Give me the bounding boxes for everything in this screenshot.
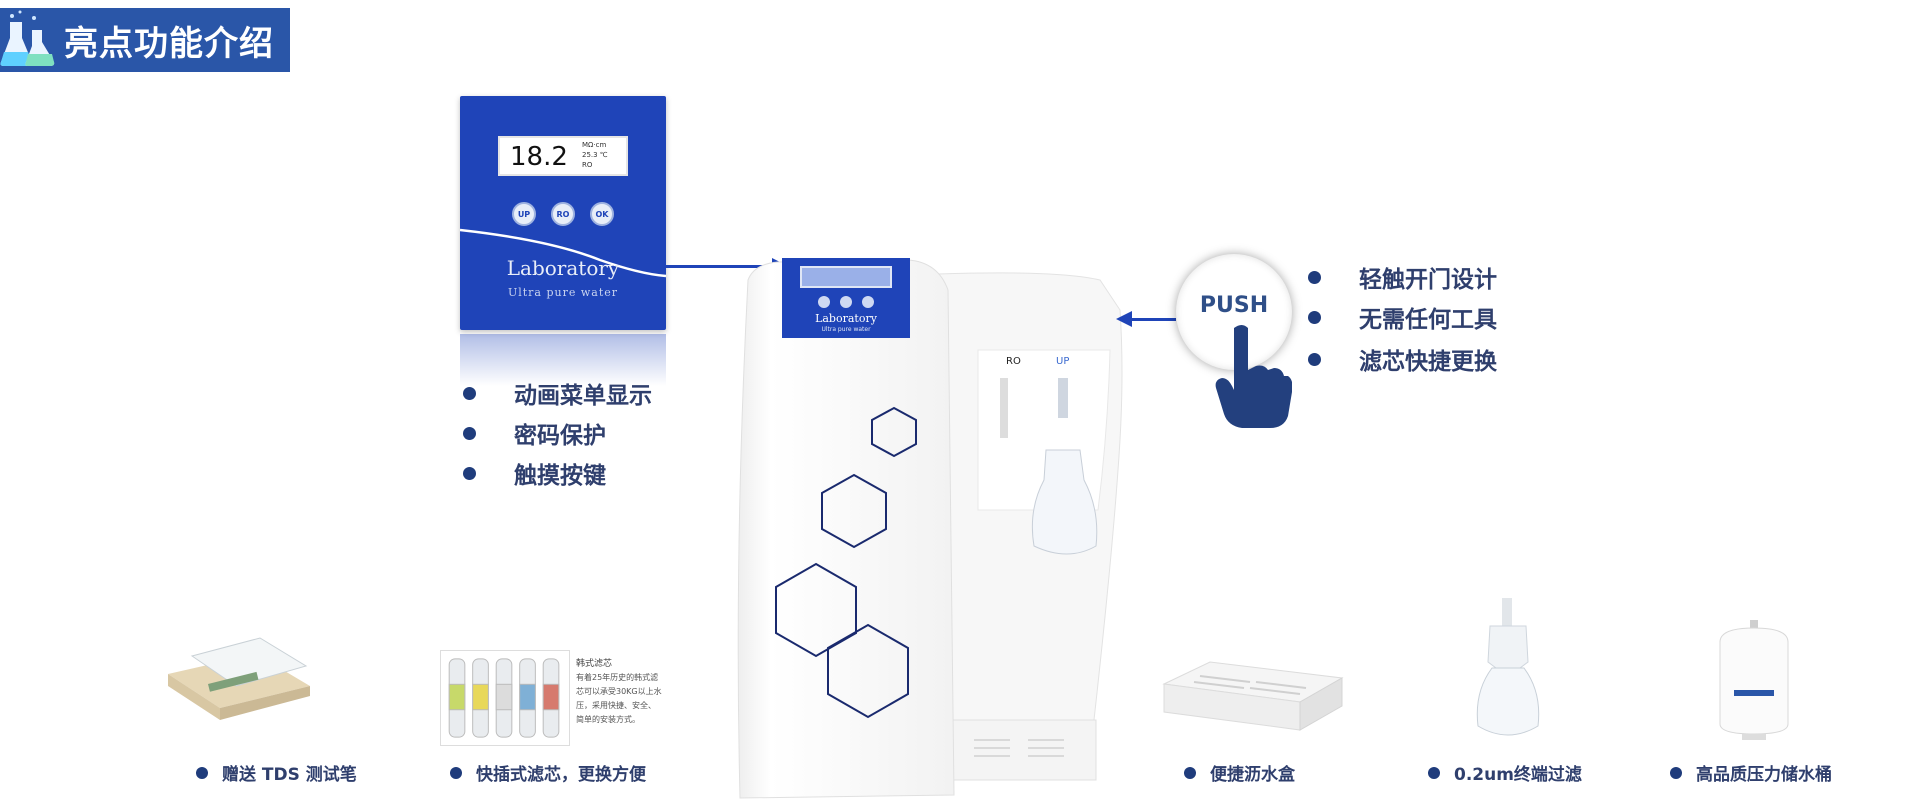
lcd-mode: RO — [582, 161, 593, 169]
water-purifier-machine: RO UP Laboratory Ultra pure water — [728, 250, 1128, 800]
machine-lcd — [800, 266, 892, 288]
bullet-icon — [196, 766, 208, 779]
outlet-up-label: UP — [1056, 356, 1070, 367]
panel-up-button[interactable]: UP — [512, 202, 536, 226]
machine-panel: Laboratory Ultra pure water — [782, 258, 910, 338]
accessory-label-4: 0.2um终端过滤 — [1428, 760, 1582, 785]
header-banner: 亮点功能介绍 — [0, 8, 290, 72]
feature-left-2: 密码保护 — [463, 416, 606, 450]
push-arrow-line — [1128, 318, 1176, 321]
drain-box-image — [1162, 661, 1344, 731]
filter-card-line: 压，采用快捷、安全、 — [576, 701, 656, 710]
bullet-icon — [463, 386, 476, 400]
machine-button[interactable] — [840, 296, 852, 308]
bullet-icon — [1308, 352, 1321, 366]
accessory-label-1: 赠送 TDS 测试笔 — [196, 760, 357, 785]
panel-ro-button[interactable]: RO — [551, 202, 575, 226]
panel-arrow-line — [666, 265, 776, 268]
lcd-value: 18.2 — [510, 142, 568, 172]
machine-button[interactable] — [862, 296, 874, 308]
machine-button[interactable] — [818, 296, 830, 308]
accessory-label-3: 便捷沥水盒 — [1184, 760, 1295, 785]
panel-tagline: Ultra pure water — [507, 286, 619, 299]
lcd-display: 18.2 MΩ·cm 25.3 ℃ RO — [498, 136, 628, 176]
bullet-icon — [1308, 270, 1321, 284]
filter-card-line: 有着25年历史的韩式滤 — [576, 673, 659, 682]
feature-left-1: 动画菜单显示 — [463, 376, 652, 410]
flask-icon — [0, 8, 60, 72]
feature-right-2: 无需任何工具 — [1308, 300, 1497, 334]
hand-pointer-icon — [1215, 325, 1292, 428]
pressure-tank-image — [1719, 620, 1789, 740]
bullet-icon — [463, 466, 476, 480]
accessory-label-2: 快插式滤芯，更换方便 — [450, 760, 646, 785]
bullet-icon — [1670, 766, 1682, 779]
accessory-label-5: 高品质压力储水桶 — [1670, 760, 1832, 785]
feature-right-3: 滤芯快捷更换 — [1308, 342, 1497, 376]
bullet-icon — [450, 766, 462, 779]
panel-brand: Laboratory — [506, 256, 620, 280]
terminal-filter-image — [1476, 598, 1540, 736]
lcd-temp: 25.3 ℃ — [582, 151, 608, 159]
push-label: PUSH — [1199, 292, 1269, 318]
bullet-icon — [1184, 766, 1196, 779]
filter-card-title: 韩式滤芯 — [576, 659, 613, 669]
bullet-icon — [463, 426, 476, 440]
control-panel-closeup: 18.2 MΩ·cm 25.3 ℃ RO UP RO OK Laboratory… — [460, 96, 666, 330]
page-title: 亮点功能介绍 — [64, 23, 274, 64]
outlet-ro-label: RO — [1006, 356, 1021, 367]
panel-reflection — [460, 334, 666, 386]
lcd-unit: MΩ·cm — [582, 141, 607, 149]
push-arrow-head-icon — [1116, 311, 1132, 327]
machine-tagline: Ultra pure water — [821, 326, 871, 333]
tds-pen-image — [168, 637, 310, 720]
filter-card-line: 芯可以承受30KG以上水 — [576, 687, 662, 696]
filter-cartridges-image: 韩式滤芯 有着25年历史的韩式滤 芯可以承受30KG以上水 压，采用快捷、安全、… — [440, 650, 680, 746]
machine-brand: Laboratory — [815, 312, 877, 325]
feature-left-3: 触摸按键 — [463, 456, 606, 490]
filter-card-line: 简单的安装方式。 — [576, 715, 640, 724]
bullet-icon — [1428, 766, 1440, 779]
feature-right-1: 轻触开门设计 — [1308, 260, 1497, 294]
panel-wave-decoration — [460, 228, 666, 278]
panel-ok-button[interactable]: OK — [590, 202, 614, 226]
bullet-icon — [1308, 310, 1321, 324]
